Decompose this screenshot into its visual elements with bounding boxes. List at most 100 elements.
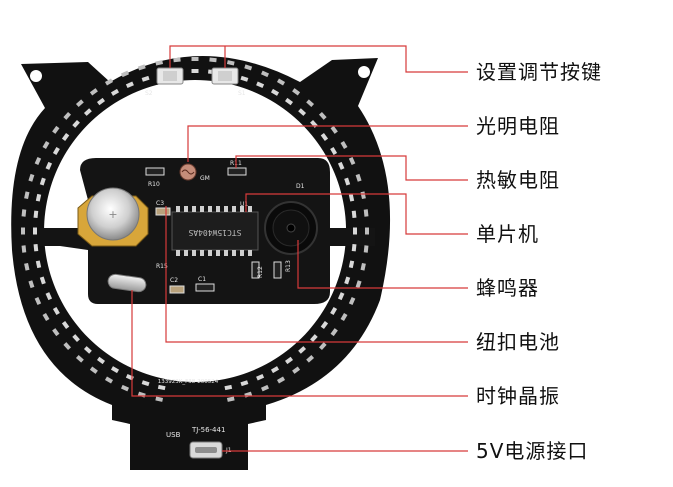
led bbox=[284, 356, 294, 365]
callout-photoresistor: 光明电阻 bbox=[476, 114, 560, 138]
chip-pin bbox=[232, 250, 236, 256]
callout-usb: 5V电源接口 bbox=[476, 439, 589, 463]
silk-r12: R12 bbox=[257, 266, 264, 278]
led bbox=[72, 119, 80, 128]
led bbox=[89, 88, 98, 96]
silk-s2: S2 bbox=[145, 90, 153, 97]
led bbox=[24, 191, 30, 200]
led bbox=[292, 88, 301, 96]
led bbox=[42, 140, 50, 150]
led bbox=[240, 75, 249, 82]
silk-usb: USB bbox=[166, 431, 181, 439]
led bbox=[270, 366, 280, 374]
led bbox=[45, 292, 53, 301]
led bbox=[340, 140, 348, 150]
led bbox=[89, 366, 98, 374]
led bbox=[155, 60, 164, 66]
led bbox=[363, 245, 369, 253]
led bbox=[240, 380, 249, 387]
led bbox=[61, 320, 70, 330]
resistor-r12 bbox=[251, 261, 260, 279]
led bbox=[173, 57, 181, 63]
led bbox=[52, 125, 60, 134]
chip-pin bbox=[248, 206, 252, 212]
silk-r13: R13 bbox=[285, 260, 292, 272]
led bbox=[276, 78, 286, 86]
leader-lines bbox=[131, 45, 468, 452]
callout-thermistor: 热敏电阻 bbox=[476, 168, 560, 192]
leader-thermistor bbox=[235, 155, 468, 181]
chip-pin bbox=[248, 250, 252, 256]
led bbox=[340, 312, 348, 322]
resistor-r13 bbox=[273, 261, 282, 279]
led bbox=[104, 376, 114, 384]
silk-c2: C2 bbox=[170, 277, 178, 284]
thermistor-r11 bbox=[227, 167, 247, 176]
led bbox=[34, 156, 42, 166]
led bbox=[256, 81, 265, 89]
callout-crystal: 时钟晶振 bbox=[476, 384, 560, 408]
led bbox=[344, 177, 351, 186]
led bbox=[260, 70, 270, 78]
led bbox=[83, 108, 92, 116]
chip-pin bbox=[240, 206, 244, 212]
leader-settings-keys bbox=[169, 45, 468, 73]
callout-settings-keys: 设置调节按键 bbox=[476, 60, 602, 84]
switch-s1 bbox=[211, 67, 239, 85]
led bbox=[42, 312, 50, 322]
led bbox=[24, 262, 30, 271]
chip-pin bbox=[184, 250, 188, 256]
led bbox=[28, 173, 35, 182]
chip-pin bbox=[192, 206, 196, 212]
led bbox=[353, 227, 357, 235]
led bbox=[75, 354, 84, 363]
capacitor-c1 bbox=[195, 283, 215, 292]
pcb-outline bbox=[11, 56, 391, 470]
led bbox=[155, 396, 164, 402]
capacitor-c3 bbox=[155, 207, 171, 216]
chip-pin bbox=[200, 206, 204, 212]
led bbox=[39, 177, 46, 186]
led bbox=[318, 342, 327, 351]
led bbox=[120, 384, 130, 392]
led bbox=[363, 209, 369, 217]
led bbox=[348, 156, 356, 166]
led bbox=[224, 384, 233, 391]
mcu-chip: STC15W404AS bbox=[171, 206, 259, 256]
silk-s1: S1 bbox=[238, 90, 246, 97]
chip-pin bbox=[232, 206, 236, 212]
silk-c1: C1 bbox=[198, 276, 206, 283]
led bbox=[330, 146, 338, 156]
bridge-right bbox=[325, 228, 375, 246]
mount-hole-left bbox=[30, 70, 42, 82]
led bbox=[141, 75, 150, 82]
led bbox=[320, 132, 329, 142]
led bbox=[209, 57, 217, 63]
led bbox=[310, 334, 318, 343]
silk-r15: R15 bbox=[156, 263, 168, 270]
led bbox=[110, 88, 120, 96]
led bbox=[337, 161, 345, 170]
led bbox=[292, 366, 301, 374]
led bbox=[28, 280, 35, 289]
callout-coin-battery: 纽扣电池 bbox=[476, 330, 560, 354]
leader-photoresistor bbox=[187, 125, 468, 162]
silk-d1: D1 bbox=[296, 183, 305, 190]
silk-usb-code: TJ-56-441 bbox=[191, 426, 225, 434]
led bbox=[318, 111, 327, 120]
led bbox=[75, 99, 84, 108]
led bbox=[125, 81, 134, 89]
led bbox=[306, 99, 315, 108]
led bbox=[348, 260, 355, 269]
led bbox=[34, 296, 42, 306]
crystal-oscillator bbox=[107, 273, 147, 293]
led bbox=[120, 70, 130, 78]
leader-crystal bbox=[131, 290, 468, 397]
chip-pin bbox=[224, 250, 228, 256]
leader-mcu bbox=[245, 193, 468, 235]
led bbox=[96, 97, 106, 106]
silk-u1: U1 bbox=[240, 201, 248, 208]
chip-pin bbox=[184, 206, 188, 212]
led bbox=[72, 334, 80, 343]
